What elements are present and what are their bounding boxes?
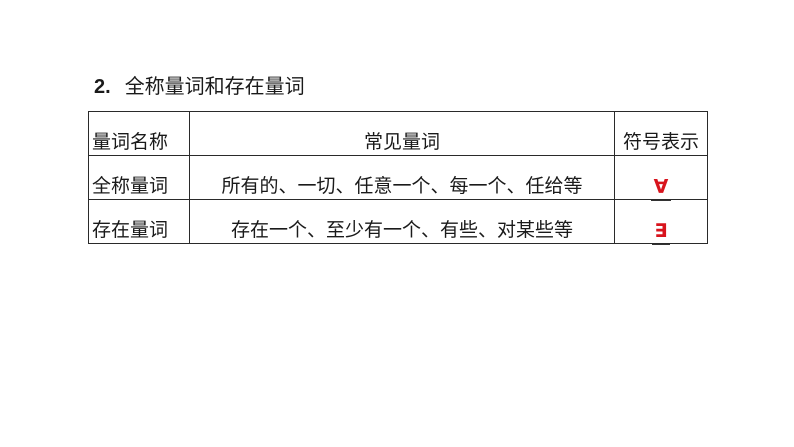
quantifier-table: 量词名称 常见量词 符号表示 全称量词 所有的、一切、任意一个、每一个、任给等 … <box>88 111 708 245</box>
row-examples: 存在一个、至少有一个、有些、对某些等 <box>189 199 615 244</box>
section-number: 2. <box>94 76 111 98</box>
table-header-row: 量词名称 常见量词 符号表示 <box>88 111 708 156</box>
answer-underline <box>651 244 671 245</box>
section-title: 2. 全称量词和存在量词 <box>94 73 305 100</box>
row-symbol-cell: ∃ <box>614 199 708 245</box>
header-common-quantifiers: 常见量词 <box>189 111 615 156</box>
row-examples: 所有的、一切、任意一个、每一个、任给等 <box>189 155 615 200</box>
header-quantifier-name: 量词名称 <box>88 111 190 156</box>
row-symbol-cell: ∀ <box>614 155 708 201</box>
row-name: 全称量词 <box>88 155 190 200</box>
header-symbol: 符号表示 <box>614 111 708 156</box>
row-name: 存在量词 <box>88 199 190 244</box>
forall-symbol-icon: ∀ <box>650 176 672 201</box>
answer-underline <box>650 200 672 201</box>
table-row: 全称量词 所有的、一切、任意一个、每一个、任给等 ∀ <box>88 155 708 201</box>
exists-symbol-icon: ∃ <box>651 220 671 245</box>
table-row: 存在量词 存在一个、至少有一个、有些、对某些等 ∃ <box>88 199 708 245</box>
section-heading: 全称量词和存在量词 <box>124 74 305 98</box>
